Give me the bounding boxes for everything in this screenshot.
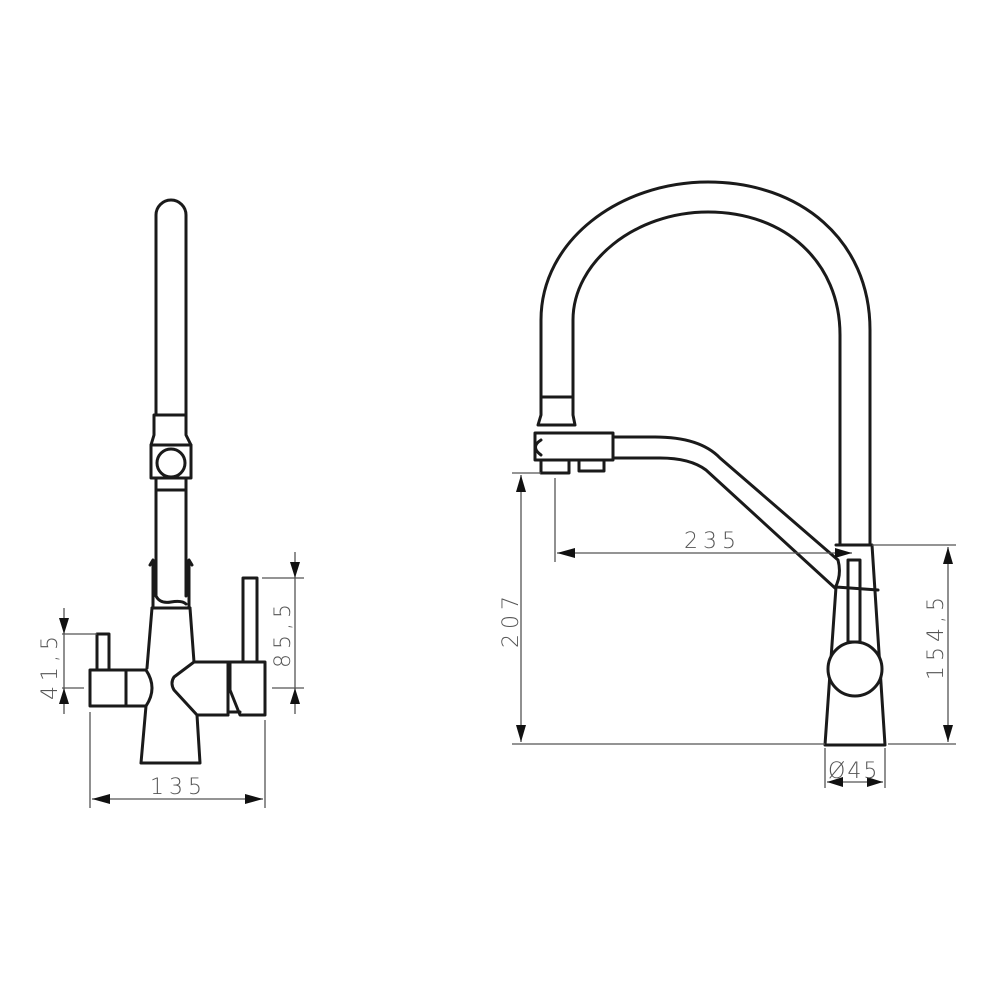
side-spray-nozzle-2 xyxy=(577,458,606,473)
front-dimensions: 135 41,5 85,5 xyxy=(38,552,304,808)
side-gooseneck-inner xyxy=(571,210,842,547)
front-spout-base xyxy=(154,594,188,606)
front-spout-lower-tube xyxy=(154,488,188,598)
side-spray-nozzle-1 xyxy=(539,458,571,475)
side-gooseneck-outer xyxy=(539,180,872,547)
front-left-handle-lever xyxy=(95,632,111,672)
front-spout-lower-ring xyxy=(154,476,188,492)
dim-width-135: 135 xyxy=(150,775,207,800)
front-left-handle-body xyxy=(88,668,128,708)
side-hose-arm xyxy=(611,435,841,590)
front-right-handle-body xyxy=(170,660,230,717)
dim-reach-235: 235 xyxy=(684,529,741,554)
front-left-handle-cap xyxy=(124,668,154,708)
side-handle-knob xyxy=(826,640,884,698)
dim-height-207: 207 xyxy=(499,591,524,648)
side-spray-head xyxy=(533,431,615,462)
side-handle-lever xyxy=(846,558,862,644)
front-view xyxy=(88,198,267,765)
front-body-upper xyxy=(148,558,194,610)
front-body xyxy=(139,606,202,765)
front-right-handle-cap xyxy=(226,660,267,717)
side-body xyxy=(823,543,887,747)
front-swivel-ball xyxy=(155,447,187,479)
dim-diameter-45: Ø45 xyxy=(828,759,879,784)
dim-body-154-5: 154,5 xyxy=(924,592,949,680)
front-right-handle-lever xyxy=(241,576,259,664)
side-dimensions: 207 235 154,5 Ø45 xyxy=(499,472,956,788)
front-spout-collar xyxy=(149,413,193,447)
side-spout-collar xyxy=(536,395,577,427)
side-view xyxy=(533,180,887,747)
side-spray-head-curve xyxy=(534,438,543,457)
dim-right-handle-85-5: 85,5 xyxy=(271,599,296,668)
front-spout-tube xyxy=(154,198,188,417)
dim-left-handle-41-5: 41,5 xyxy=(38,631,63,700)
